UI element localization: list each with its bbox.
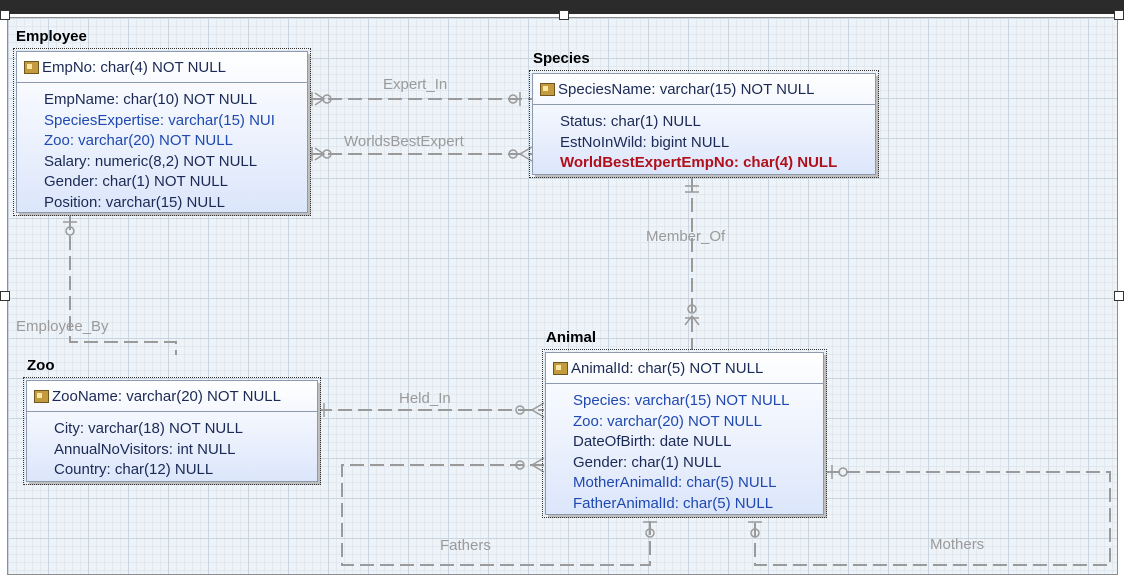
attribute-city[interactable]: City: varchar(18) NOT NULL: [54, 420, 243, 437]
selection-handle[interactable]: [0, 291, 10, 301]
attribute-gender[interactable]: Gender: char(1) NULL: [573, 453, 722, 471]
relationship-label-mothers[interactable]: Mothers: [930, 536, 985, 553]
relationship-label-member-of[interactable]: Member_Of: [646, 228, 726, 245]
window-top-bar: [0, 0, 1124, 14]
attribute-speciesexpertise[interactable]: SpeciesExpertise: varchar(15) NUI: [44, 111, 275, 129]
attribute-empname[interactable]: EmpName: char(10) NOT NULL: [44, 91, 258, 108]
primary-key-label: SpeciesName: varchar(15) NOT NULL: [558, 80, 815, 98]
key-icon: [553, 361, 568, 375]
primary-key-row[interactable]: AnimalId: char(5) NOT NULL: [546, 353, 823, 384]
attribute-status[interactable]: Status: char(1) NULL: [560, 113, 701, 130]
primary-key-row[interactable]: EmpNo: char(4) NOT NULL: [17, 52, 307, 83]
attribute-zoo[interactable]: Zoo: varchar(20) NOT NULL: [573, 412, 762, 430]
key-icon: [34, 389, 49, 403]
attribute-zoo[interactable]: Zoo: varchar(20) NOT NULL: [44, 132, 233, 149]
entity-title-species: Species: [533, 50, 590, 67]
selection-handle[interactable]: [559, 10, 569, 20]
attribute-salary[interactable]: Salary: numeric(8,2) NOT NULL: [44, 152, 258, 170]
primary-key-row[interactable]: ZooName: varchar(20) NOT NULL: [27, 381, 317, 412]
entity-title-zoo: Zoo: [27, 357, 55, 374]
attribute-worldbestexpertempno[interactable]: WorldBestExpertEmpNo: char(4) NULL: [560, 154, 838, 171]
attribute-estnoinwild[interactable]: EstNoInWild: bigint NULL: [560, 133, 730, 151]
entity-title-employee: Employee: [16, 28, 87, 45]
attribute-annualnovisitors[interactable]: AnnualNoVisitors: int NULL: [54, 440, 236, 458]
relationship-label-held-in[interactable]: Held_In: [399, 390, 451, 407]
entity-title-animal: Animal: [546, 329, 597, 346]
relationship-label-fathers[interactable]: Fathers: [440, 537, 491, 554]
attribute-fatheranimalid[interactable]: FatherAnimalId: char(5) NULL: [573, 494, 774, 512]
entity-species[interactable]: SpeciesName: varchar(15) NOT NULL Status…: [529, 70, 879, 178]
relationship-label-employee-by[interactable]: Employee_By: [16, 318, 109, 335]
primary-key-row[interactable]: SpeciesName: varchar(15) NOT NULL: [533, 74, 875, 105]
attribute-country[interactable]: Country: char(12) NULL: [54, 461, 214, 478]
attribute-motheranimalid[interactable]: MotherAnimalId: char(5) NULL: [573, 474, 777, 491]
key-icon: [24, 60, 39, 74]
fathers-line: [341, 464, 651, 566]
attribute-gender[interactable]: Gender: char(1) NOT NULL: [44, 173, 228, 190]
mothers-line: [754, 471, 1111, 566]
attribute-dateofbirth[interactable]: DateOfBirth: date NULL: [573, 433, 732, 450]
entity-employee[interactable]: EmpNo: char(4) NOT NULL EmpName: char(10…: [13, 48, 311, 216]
selection-handle[interactable]: [0, 10, 10, 20]
relationship-label-expert-in[interactable]: Expert_In: [383, 76, 448, 93]
relationship-label-worlds-best-expert[interactable]: WorldsBestExpert: [344, 133, 464, 150]
primary-key-label: AnimalId: char(5) NOT NULL: [571, 359, 764, 377]
attribute-position[interactable]: Position: varchar(15) NULL: [44, 193, 225, 211]
entity-zoo[interactable]: ZooName: varchar(20) NOT NULL City: varc…: [23, 377, 321, 485]
employee-by-line: [69, 216, 177, 355]
attribute-species[interactable]: Species: varchar(15) NOT NULL: [573, 392, 790, 409]
primary-key-label: EmpNo: char(4) NOT NULL: [42, 58, 226, 76]
primary-key-label: ZooName: varchar(20) NOT NULL: [52, 387, 281, 405]
key-icon: [540, 82, 555, 96]
entity-animal[interactable]: AnimalId: char(5) NOT NULL Species: varc…: [542, 349, 827, 518]
